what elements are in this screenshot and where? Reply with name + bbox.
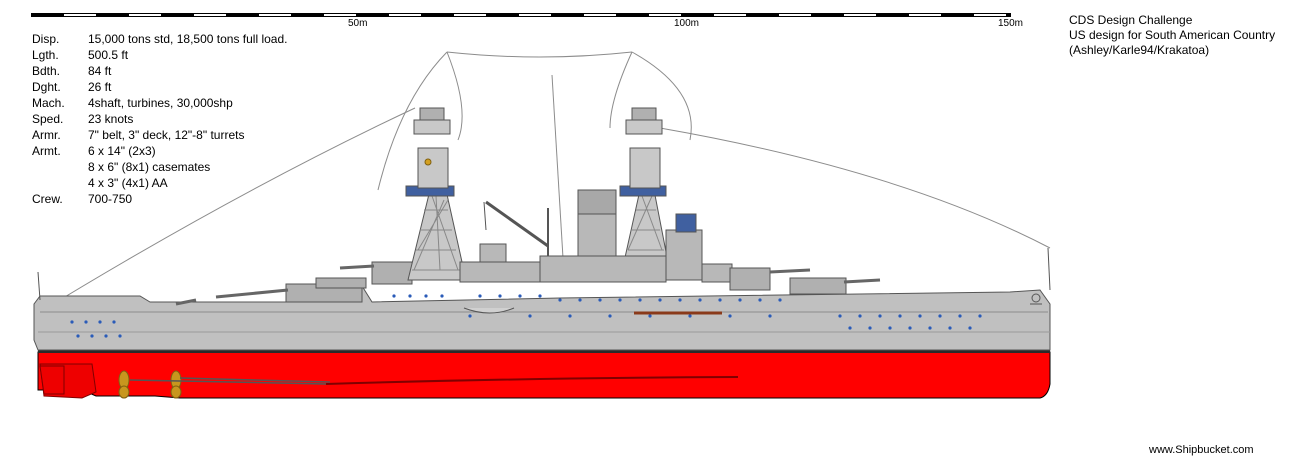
superstructure: [459, 213, 733, 283]
fore-cage-mast: [619, 107, 669, 263]
credits-authors: (Ashley/Karle94/Krakatoa): [1069, 43, 1210, 57]
spec-row: Armr. 7" belt, 3" deck, 12"-8" turrets: [32, 127, 287, 143]
spec-value: 7" belt, 3" deck, 12"-8" turrets: [88, 128, 245, 142]
rudder: [39, 365, 65, 395]
shaft-lines: [129, 377, 331, 385]
spec-key: Lgth.: [32, 48, 59, 62]
aft-cage-mast: [405, 107, 467, 281]
spec-key: Mach.: [32, 96, 65, 110]
scale-label-50m: 50m: [348, 18, 368, 29]
credits-subtitle: US design for South American Country: [1069, 28, 1276, 42]
hull-lower-red: [37, 351, 1051, 399]
spec-key: Crew.: [32, 192, 63, 206]
watermark: www.Shipbucket.com: [1149, 444, 1254, 456]
spec-value: 500.5 ft: [88, 48, 129, 62]
spec-key: Armr.: [32, 128, 61, 142]
spec-value: 8 x 6" (8x1) casemates: [88, 160, 211, 174]
anchor-icon: [1030, 293, 1042, 305]
spec-value: 6 x 14" (2x3): [88, 144, 156, 158]
funnel: [577, 189, 617, 261]
spec-value: 15,000 tons std, 18,500 tons full load.: [88, 32, 288, 46]
spec-value: 4shaft, turbines, 30,000shp: [88, 96, 233, 110]
spec-row: Bdth. 84 ft: [32, 63, 287, 79]
spec-row: 4 x 3" (4x1) AA: [32, 175, 287, 191]
boot-topping: [38, 350, 1050, 353]
spec-key: Dght.: [32, 80, 61, 94]
scale-label-100m: 100m: [674, 18, 700, 29]
spec-row: Sped. 23 knots: [32, 111, 287, 127]
spec-row: 8 x 6" (8x1) casemates: [32, 159, 287, 175]
portholes: [70, 294, 982, 338]
spec-value: 26 ft: [88, 80, 112, 94]
bilge-keel: [325, 376, 739, 385]
spec-row: Crew. 700-750: [32, 191, 287, 207]
scale-label-150m: 150m: [998, 18, 1024, 29]
spec-value: 23 knots: [88, 112, 134, 126]
fore-turrets: [729, 267, 881, 295]
hull-upper-gray: [33, 285, 1051, 351]
credits-title: CDS Design Challenge: [1069, 13, 1193, 27]
aft-turret: [175, 277, 367, 306]
ships-boat: [463, 307, 515, 314]
spec-row: Dght. 26 ft: [32, 79, 287, 95]
spec-row: Mach. 4shaft, turbines, 30,000shp: [32, 95, 287, 111]
spec-row: Disp. 15,000 tons std, 18,500 tons full l…: [32, 31, 287, 47]
stern-flagstaff: [37, 271, 41, 301]
spec-row: Lgth. 500.5 ft: [32, 47, 287, 63]
spec-key: Disp.: [32, 32, 60, 46]
boat-crane: [483, 200, 549, 262]
spec-row: Armt. 6 x 14" (2x3): [32, 143, 287, 159]
spec-value: 84 ft: [88, 64, 112, 78]
spec-key: Bdth.: [32, 64, 61, 78]
scale-bar: [31, 13, 1011, 17]
spec-value: 700-750: [88, 192, 133, 206]
spec-value: 4 x 3" (4x1) AA: [88, 176, 168, 190]
credits-block: CDS Design Challenge US design for South…: [1069, 13, 1275, 58]
rigging-wires: [39, 51, 1051, 313]
spec-key: Sped.: [32, 112, 64, 126]
propellers: [118, 370, 182, 399]
spec-table: Disp. 15,000 tons std, 18,500 tons full l…: [32, 31, 287, 207]
spec-key: Armt.: [32, 144, 61, 158]
aft-superfiring-turret: [339, 261, 413, 285]
bow-jackstaff: [1047, 247, 1051, 291]
